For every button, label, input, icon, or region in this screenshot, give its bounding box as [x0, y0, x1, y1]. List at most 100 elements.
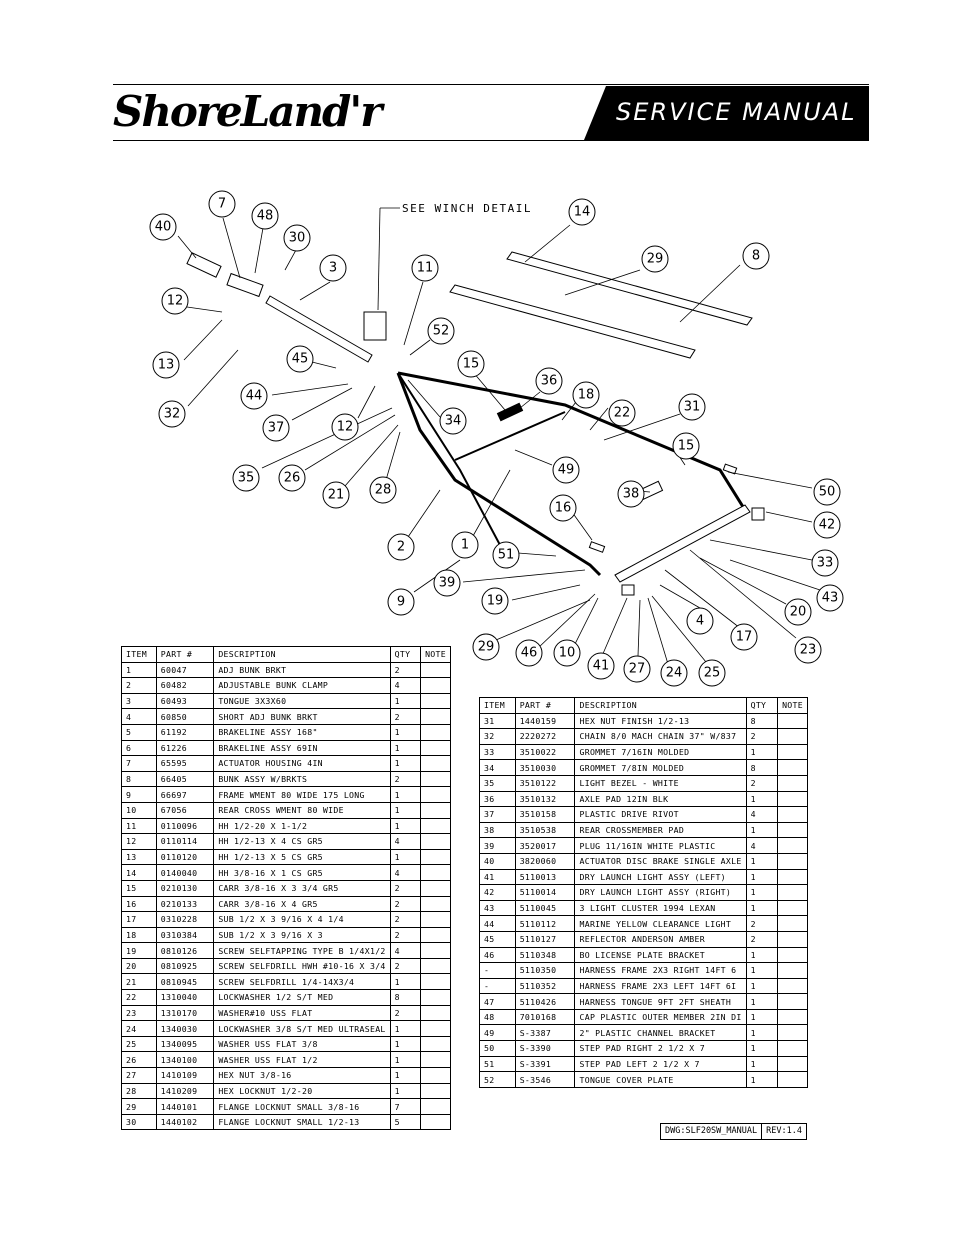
cell-qty: 1	[745, 1024, 779, 1042]
cell-part-number: 0110096	[155, 817, 215, 835]
callout-bubble	[161, 287, 189, 315]
callout-1: 1	[451, 531, 479, 559]
cell-qty: 2	[389, 1004, 422, 1022]
callout-7: 7	[208, 190, 236, 218]
cell-item: 22	[121, 989, 157, 1006]
callout-bubble	[158, 400, 186, 428]
cell-item: 34	[479, 759, 516, 776]
callout-bubble	[623, 655, 651, 683]
callout-19: 19	[481, 587, 509, 615]
cell-item: 44	[479, 915, 516, 932]
cell-item: -	[479, 977, 516, 995]
cell-qty: 1	[745, 993, 779, 1010]
cell-qty: 1	[745, 1055, 779, 1073]
callout-32: 32	[158, 400, 186, 428]
cell-qty: 4	[389, 942, 422, 959]
cell-part-number: 5110112	[514, 915, 576, 932]
cell-part-number: 1440159	[514, 712, 576, 730]
cell-item: 25	[121, 1035, 157, 1053]
cell-qty: 2	[389, 770, 422, 788]
cell-description: MARINE YELLOW CLEARANCE LIGHT	[574, 915, 747, 932]
callout-bubble	[322, 481, 350, 509]
cell-note	[777, 728, 808, 745]
cell-note	[420, 895, 451, 913]
cell-part-number: 5110350	[514, 962, 576, 979]
cell-note	[420, 957, 451, 975]
cell-part-number: 2220272	[514, 728, 576, 745]
cell-qty: 2	[745, 930, 779, 948]
callout-52: 52	[427, 317, 455, 345]
cell-item: 28	[121, 1082, 157, 1100]
callout-bubble	[411, 254, 439, 282]
column-header-qty: QTY	[745, 697, 779, 714]
callout-2: 2	[387, 533, 415, 561]
column-header-part: PART #	[155, 646, 215, 663]
cell-part-number: 1340030	[155, 1020, 215, 1037]
column-header-qty: QTY	[389, 646, 422, 663]
callout-11: 11	[411, 254, 439, 282]
callout-bubble	[794, 636, 822, 664]
callout-37: 37	[262, 414, 290, 442]
rear-crossmember	[614, 504, 751, 583]
cell-part-number: S-3546	[514, 1071, 576, 1088]
cell-qty: 1	[389, 739, 422, 757]
cell-note	[420, 1098, 451, 1115]
callout-45: 45	[286, 345, 314, 373]
cell-description: FRAME WMENT 80 WIDE 175 LONG	[213, 786, 391, 803]
cell-item: 10	[121, 801, 157, 819]
cell-part-number: 0810945	[155, 973, 215, 991]
cell-item: -	[479, 962, 516, 979]
cell-description: HARNESS FRAME 2X3 RIGHT 14FT 6	[574, 962, 747, 979]
header-rule-top	[113, 84, 869, 85]
callout-number: 4	[696, 614, 704, 629]
callout-28: 28	[369, 476, 397, 504]
cell-qty: 1	[745, 1008, 779, 1026]
cell-item: 46	[479, 946, 516, 964]
actuator	[186, 252, 222, 278]
callout-bubble	[553, 639, 581, 667]
cell-item: 16	[121, 895, 157, 913]
callout-number: 10	[559, 646, 576, 661]
callout-40: 40	[149, 213, 177, 241]
callout-bubble	[816, 584, 844, 612]
cell-part-number: 5110348	[514, 946, 576, 964]
callout-number: 15	[678, 439, 695, 454]
callout-bubble	[549, 494, 577, 522]
callout-number: 21	[328, 488, 345, 503]
cell-qty: 1	[389, 786, 422, 803]
cell-qty: 1	[745, 1040, 779, 1057]
cell-qty: 1	[389, 1035, 422, 1053]
callout-bubble	[319, 254, 347, 282]
callout-49: 49	[552, 456, 580, 484]
callout-14: 14	[568, 198, 596, 226]
cell-description: SHORT ADJ BUNK BRKT	[213, 708, 391, 725]
callout-43: 43	[816, 584, 844, 612]
cell-note	[420, 926, 451, 944]
callout-24: 24	[660, 659, 688, 687]
cell-qty: 2	[389, 661, 422, 679]
cell-description: DRY LAUNCH LIGHT ASSY (RIGHT)	[574, 884, 747, 901]
callout-leaders	[177, 207, 821, 665]
callout-number: 12	[337, 420, 354, 435]
cell-note	[420, 739, 451, 757]
cell-description: CARR 3/8-16 X 3 3/4 GR5	[213, 879, 391, 897]
cell-description: ACTUATOR HOUSING 4IN	[213, 755, 391, 772]
callout-4: 4	[686, 607, 714, 635]
cell-item: 24	[121, 1020, 157, 1037]
cell-note	[420, 848, 451, 866]
column-header-note: NOTE	[777, 697, 808, 714]
cell-note	[777, 977, 808, 995]
cell-item: 38	[479, 821, 516, 839]
